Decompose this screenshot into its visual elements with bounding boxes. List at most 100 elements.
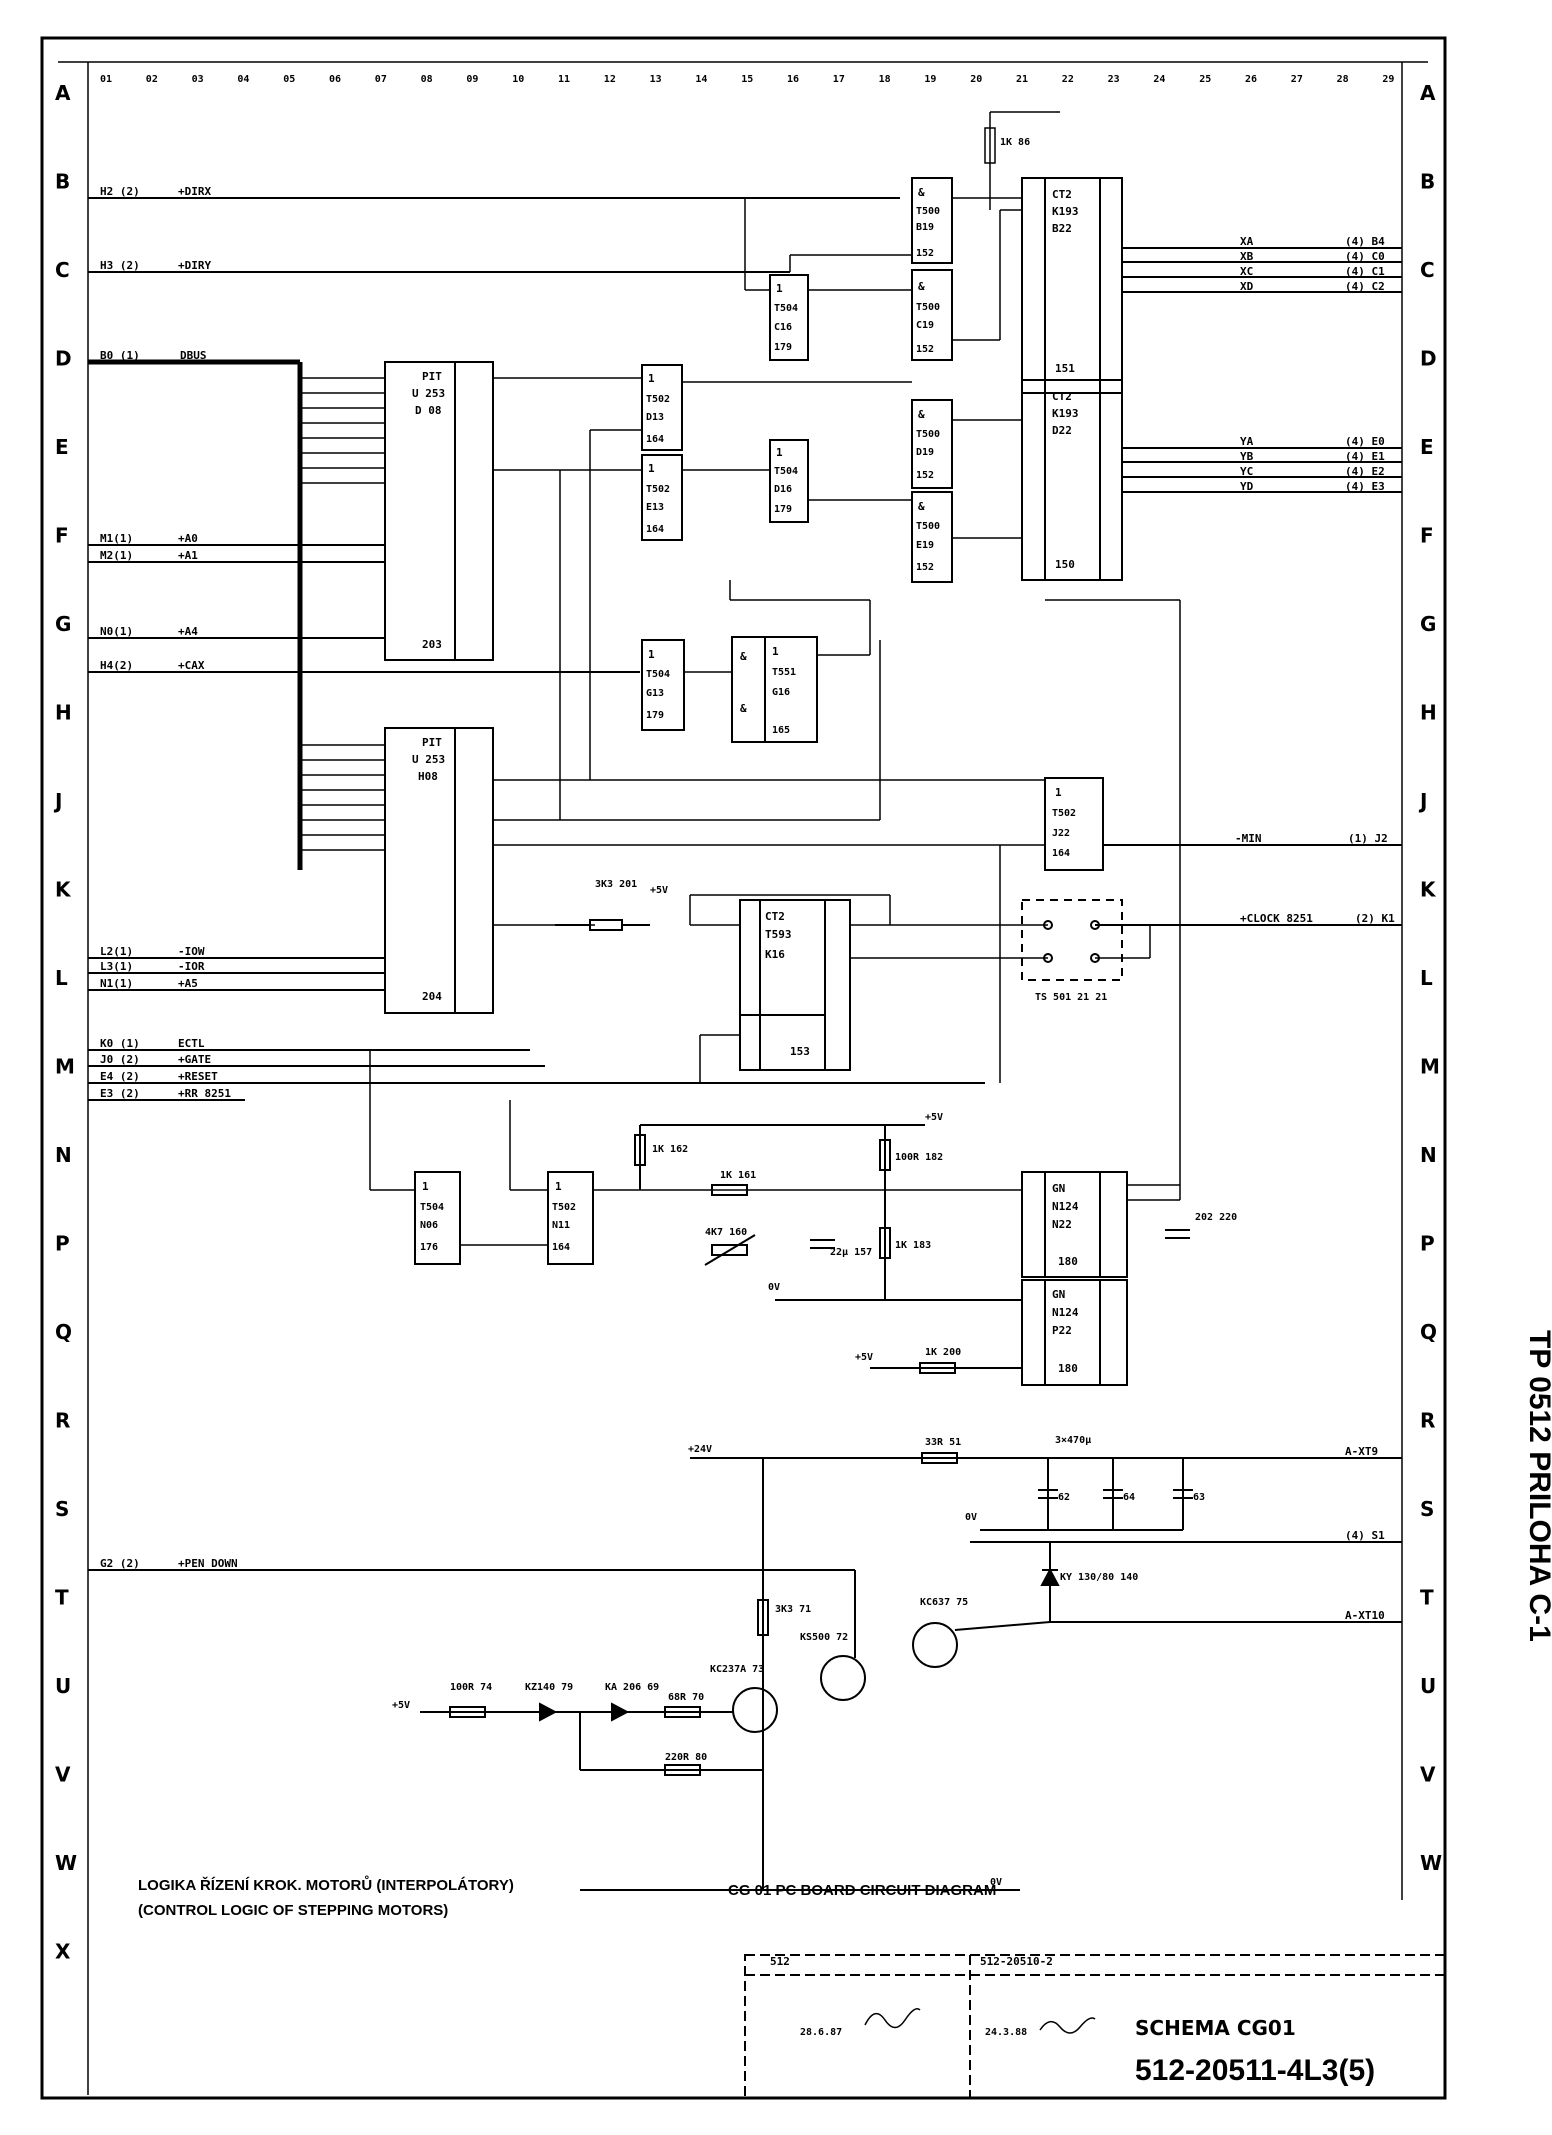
- comp-label: 3K3 201: [595, 879, 637, 890]
- comp-label: 68R 70: [668, 1692, 704, 1703]
- date-1: 28.6.87: [800, 2027, 842, 2038]
- sig-name: +A4: [178, 625, 198, 638]
- sig-name: +A0: [178, 532, 198, 545]
- gate-pos: J22: [1052, 828, 1070, 839]
- out-port: (1) J2: [1348, 832, 1388, 845]
- voltage-label: 0V: [768, 1282, 780, 1293]
- sig-name: +RR 8251: [178, 1087, 231, 1100]
- resistor-86: [984, 127, 996, 164]
- row-letter-right: M: [1420, 1055, 1440, 1079]
- row-letter-left: E: [55, 435, 69, 459]
- out-name: YB: [1240, 450, 1254, 463]
- chip-gn-p22: GN N124 P22 180: [1021, 1279, 1128, 1386]
- row-letter-left: R: [55, 1409, 70, 1433]
- out-name: XD: [1240, 280, 1254, 293]
- comp-label: 1K 200: [925, 1347, 961, 1358]
- resistor-161: [711, 1184, 748, 1196]
- title-block: 512 512-20510-2 28.6.87 24.3.88 SCHEMA C…: [744, 1954, 1446, 2099]
- sig-name: +CAX: [178, 659, 205, 672]
- comp-label: 22µ 157: [830, 1247, 872, 1258]
- gate-part: T500: [916, 302, 940, 313]
- gate-t551-g16: & & 1 T551 G16 165: [731, 636, 818, 743]
- gate-sym: 1: [555, 1180, 562, 1193]
- out-name: XA: [1240, 235, 1254, 248]
- sig-name: +A1: [178, 549, 198, 562]
- sig-port: H3 (2): [100, 259, 140, 272]
- resistor-70: [664, 1706, 701, 1718]
- comp-label: 100R 74: [450, 1682, 492, 1693]
- chip-ref: 180: [1058, 1362, 1078, 1375]
- chip-pos: D 08: [415, 404, 442, 417]
- gate-ref: 164: [552, 1242, 570, 1253]
- gate-sym: 1: [776, 282, 783, 295]
- ref-left: 512: [770, 1955, 790, 1968]
- caption-board: CG 01 PC BOARD CIRCUIT DIAGRAM: [728, 1882, 996, 1899]
- sheet-border: [40, 36, 1447, 2100]
- dbus-fanout: [300, 377, 385, 851]
- sig-port: H2 (2): [100, 185, 140, 198]
- comp-label: 220R 80: [665, 1752, 707, 1763]
- row-letter-right: B: [1420, 170, 1435, 194]
- comp-label: 1K 162: [652, 1144, 688, 1155]
- transistor-75: [912, 1622, 958, 1668]
- gate-t500-b19: & T500 B19 152: [911, 177, 953, 264]
- column-number: 05: [283, 74, 295, 85]
- gate-t502-d13: 1 T502 D13 164: [641, 364, 683, 451]
- chip-ref: 180: [1058, 1255, 1078, 1268]
- out-name: A-XT9: [1345, 1445, 1378, 1458]
- sig-port: H4(2): [100, 659, 133, 672]
- comp-label: 62: [1058, 1492, 1070, 1503]
- chip-counter-150: CT2 K193 D22 150: [1021, 379, 1123, 581]
- gate-part: T500: [916, 429, 940, 440]
- signature-1: [864, 2008, 921, 2029]
- gate-ref: 152: [916, 470, 934, 481]
- row-letter-left: T: [55, 1586, 69, 1610]
- column-number: 08: [421, 74, 433, 85]
- gate-t504-d16: 1 T504 D16 179: [769, 439, 809, 523]
- chip-pos: P22: [1052, 1324, 1072, 1337]
- caption-czech: LOGIKA ŘÍZENÍ KROK. MOTORŮ (INTERPOLÁTOR…: [138, 1875, 514, 1894]
- gate-t502-n11: 1 T502 N11 164: [547, 1171, 594, 1265]
- comp-label: KC237A 73: [710, 1664, 764, 1675]
- column-number: 20: [970, 74, 982, 85]
- diode-140: [1040, 1567, 1060, 1586]
- comp-label: KZ140 79: [525, 1682, 573, 1693]
- gate-pos: N11: [552, 1220, 570, 1231]
- gate-pos: D16: [774, 484, 792, 495]
- gate-pos: D19: [916, 447, 934, 458]
- out-port: (4) B4: [1345, 235, 1385, 248]
- gate-part: T500: [916, 521, 940, 532]
- chip-counter-151: CT2 K193 B22 151: [1021, 177, 1123, 394]
- out-name: XC: [1240, 265, 1253, 278]
- gate-part: T502: [1052, 808, 1076, 819]
- gate-t504-g13: 1 T504 G13 179: [641, 639, 685, 731]
- gate-t500-e19: & T500 E19 152: [911, 491, 953, 583]
- gate-ref: 179: [646, 710, 664, 721]
- column-number: 13: [650, 74, 662, 85]
- chip-pos: H08: [418, 770, 438, 783]
- row-letter-left: V: [55, 1763, 71, 1787]
- gate-sym: 1: [772, 645, 779, 658]
- out-port: (4) C2: [1345, 280, 1385, 293]
- chip-part: N124: [1052, 1306, 1079, 1319]
- row-letter-right: D: [1420, 347, 1437, 371]
- chip-type: CT2: [765, 910, 785, 923]
- out-port: (4) E1: [1345, 450, 1385, 463]
- gate-pos: E19: [916, 540, 934, 551]
- column-number: 19: [924, 74, 936, 85]
- out-port: (4) E3: [1345, 480, 1385, 493]
- row-letter-right: C: [1420, 258, 1435, 282]
- gate-pos: C16: [774, 322, 792, 333]
- row-letter-right: U: [1420, 1674, 1436, 1698]
- gate-ref: 179: [774, 342, 792, 353]
- gate-t502-j22: 1 T502 J22 164: [1044, 777, 1104, 871]
- gate-part: T502: [646, 394, 670, 405]
- comp-label: 64: [1123, 1492, 1135, 1503]
- chip-ref: 204: [422, 990, 442, 1003]
- drawing-name: SCHEMA CG01: [1135, 2016, 1296, 2040]
- gate-sym: &: [918, 280, 925, 293]
- chip-type: PIT: [422, 736, 442, 749]
- gate-sym: 1: [648, 648, 655, 661]
- column-number: 27: [1291, 74, 1303, 85]
